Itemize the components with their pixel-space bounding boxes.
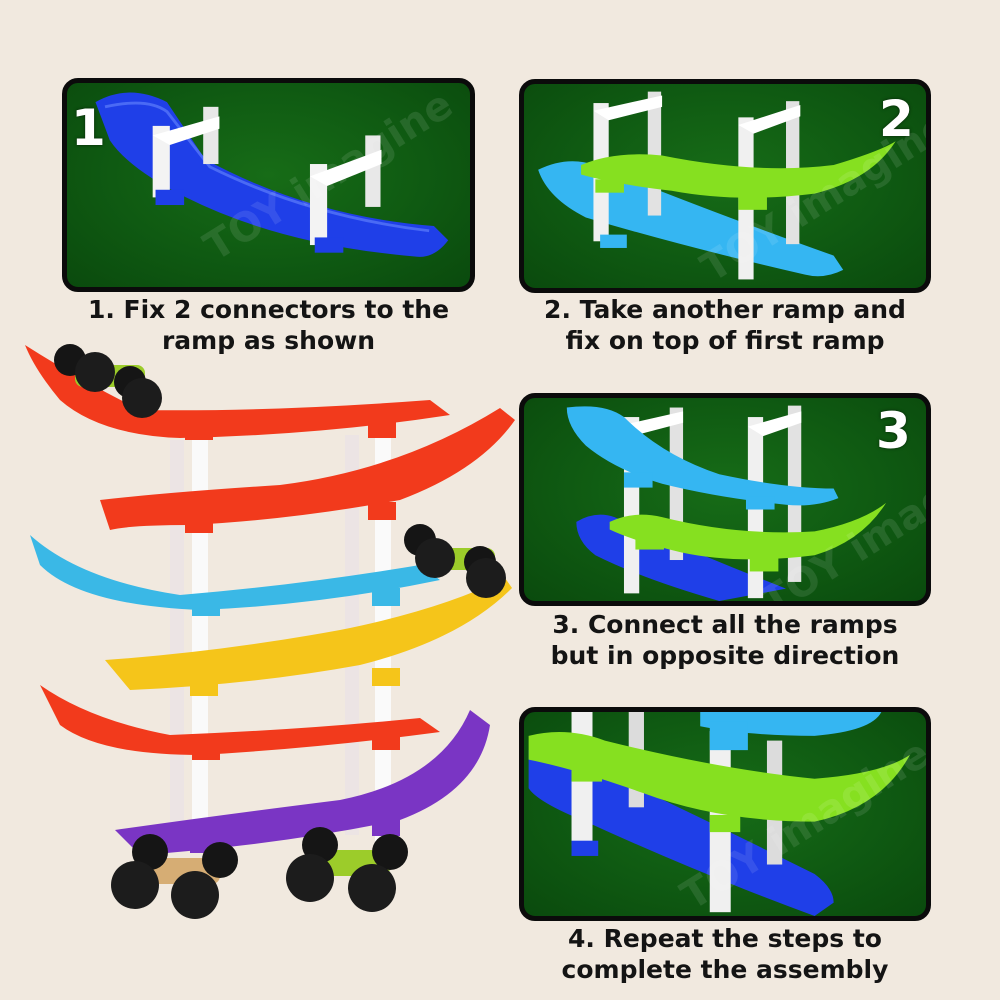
step-4-image-panel: TOY imagine [519,707,931,921]
caption-line: ramp as shown [161,326,376,355]
toy-car [54,344,162,418]
blue-ramp-with-connectors-illustration [95,92,449,257]
step-3-caption: 3. Connect all the ramps but in opposite… [519,609,931,671]
caption-line: but in opposite direction [550,641,900,670]
caption-line: fix on top of first ramp [565,326,885,355]
toy-car [111,834,238,919]
step-number: 1 [71,99,106,157]
six-tier-ramp-racer-illustration [25,344,515,919]
caption-line: 2. Take another ramp and [544,295,906,324]
two-ramps-stacked-illustration [538,91,896,280]
step-4-caption: 4. Repeat the steps to complete the asse… [519,923,931,985]
three-ramps-opposite-direction-illustration [566,405,887,601]
caption-line: 1. Fix 2 connectors to the [87,295,450,324]
step-3-image-panel: TOY imagine 3 [519,393,931,606]
toy-car [404,524,506,598]
step-2-caption: 2. Take another ramp and fix on top of f… [519,294,931,356]
caption-line: 3. Connect all the ramps [552,610,898,639]
completed-ramp-toy-photo [20,340,520,920]
step-number: 3 [876,402,911,460]
toy-car [286,827,408,912]
step-number: 2 [879,90,914,148]
caption-line: 4. Repeat the steps to [568,924,882,953]
step-1-image-panel: TOY imagine 1 [62,78,475,292]
step-2-image-panel: TOY imagine 2 [519,79,931,293]
step-1-caption: 1. Fix 2 connectors to the ramp as shown [62,294,475,356]
caption-line: complete the assembly [561,955,889,984]
assembly-closeup-illustration [528,712,910,916]
